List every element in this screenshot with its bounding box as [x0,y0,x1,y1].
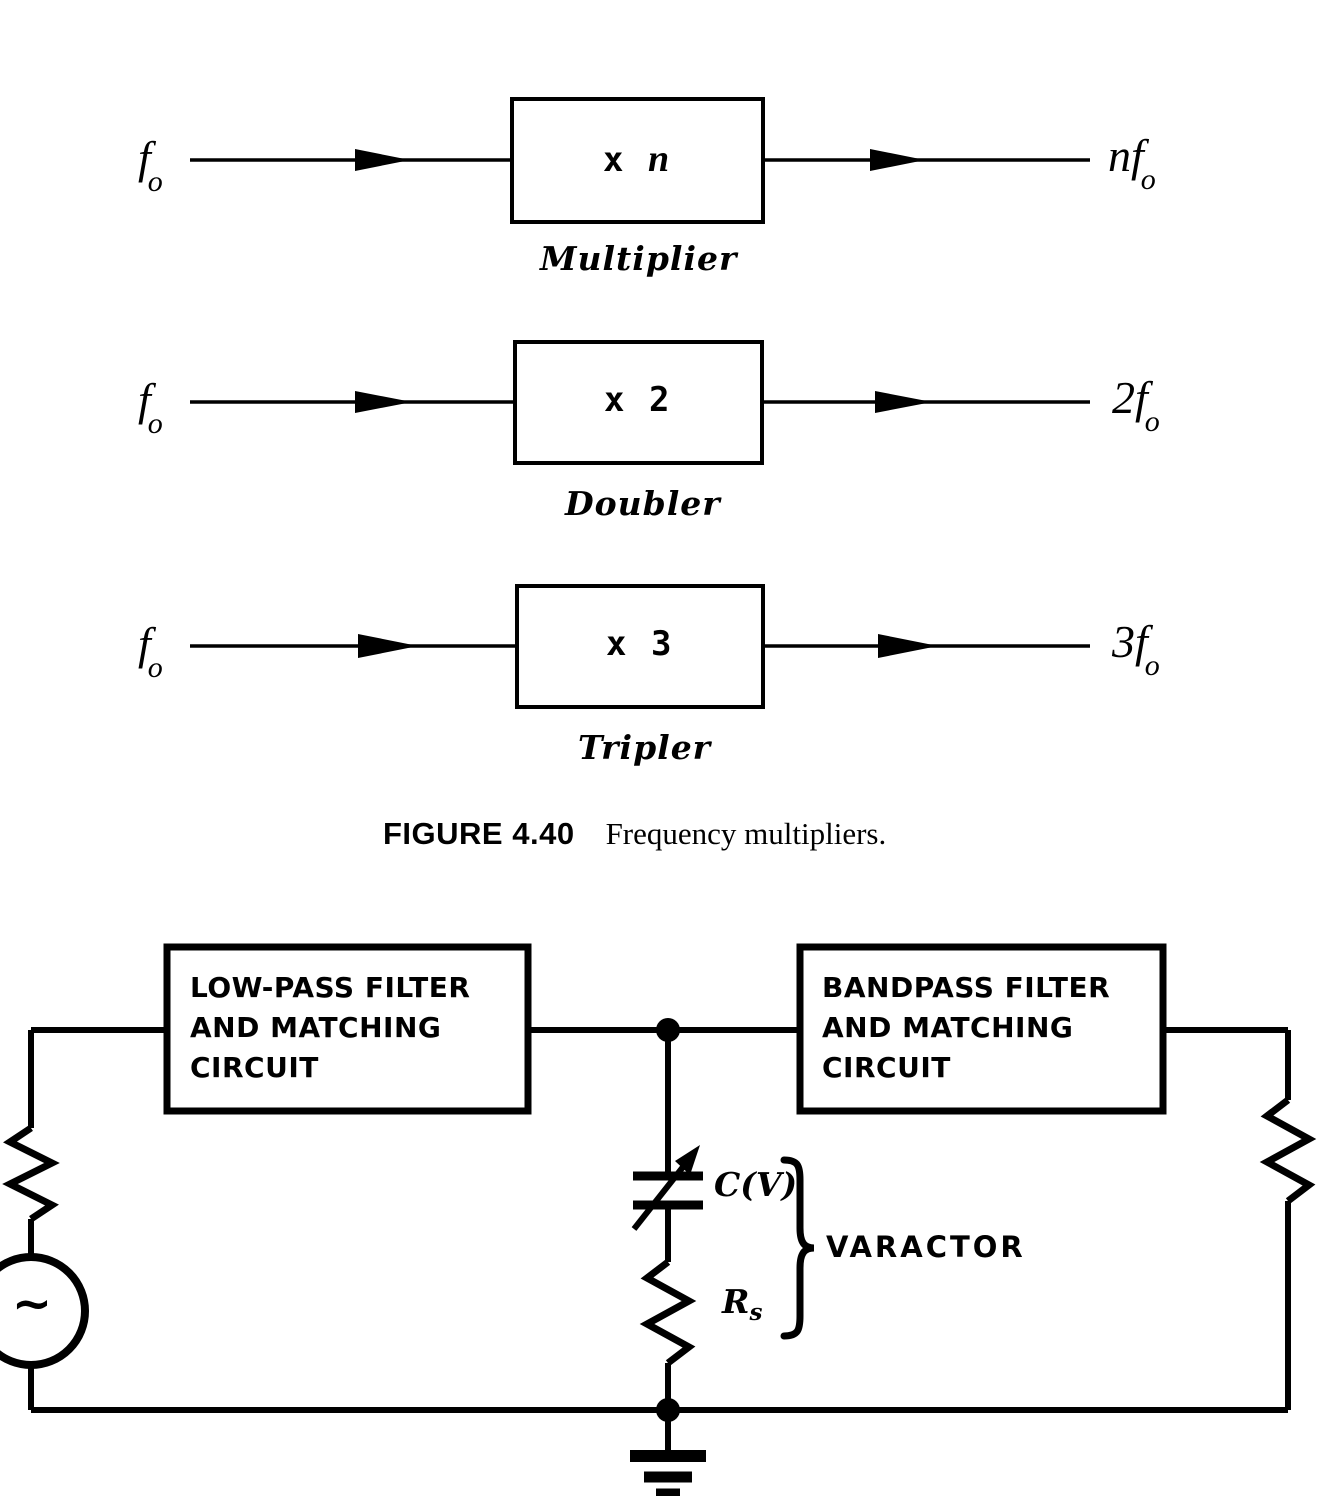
arrow-head-in-1 [355,149,410,171]
figure-caption-label: FIGURE 4.40 [383,816,575,851]
source-resistor-symbol [2,1125,60,1222]
input-label-2: fo [138,374,163,441]
output-label-2: 2fo [1112,372,1160,439]
figure-caption: FIGURE 4.40 Frequency multipliers. [367,802,886,865]
load-resistor-symbol [1259,1097,1317,1204]
multiplier-box-label-3: x 3 [606,624,674,664]
output-label-3: 3fo [1112,616,1160,683]
arrow-head-in-2 [355,391,412,413]
block-name-multiplier: Multiplier [540,239,738,278]
block-name-doubler: Doubler [565,484,721,523]
figure-caption-text: Frequency multipliers. [605,816,887,851]
varactor-group-brace [780,1156,815,1340]
varactor-group-label: VARACTOR [826,1230,1026,1264]
multiplier-box-label-2: x 2 [604,380,672,420]
multiplier-row-2-wires [190,340,1090,465]
multiplier-box-label-1: x n [603,138,672,180]
arrow-head-in-3 [358,634,418,658]
input-label-3: fo [138,618,163,685]
bandpass-filter-block-label: BANDPASS FILTER AND MATCHING CIRCUIT [822,971,1111,1084]
multiplier-box-3 [515,584,765,709]
junction-dot-top [656,1018,680,1042]
arrow-head-out-1 [870,149,925,171]
ac-source-waveform-icon: ~ [11,1276,53,1332]
series-resistor-label: Rs [722,1282,763,1326]
arrow-head-out-3 [878,634,938,658]
capacitor-variability-arrow-head [675,1145,700,1175]
input-label-1: fo [138,132,163,199]
block-name-tripler: Tripler [578,728,712,767]
capacitor-label: C(V) [714,1165,798,1204]
multiplier-row-1-wires [190,97,1090,224]
low-pass-filter-block-label: LOW-PASS FILTER AND MATCHING CIRCUIT [190,971,471,1084]
arrow-head-out-2 [875,391,932,413]
output-label-1: nfo [1108,130,1156,197]
series-resistor-symbol [639,1259,697,1366]
multiplier-row-3-wires [190,584,1090,709]
